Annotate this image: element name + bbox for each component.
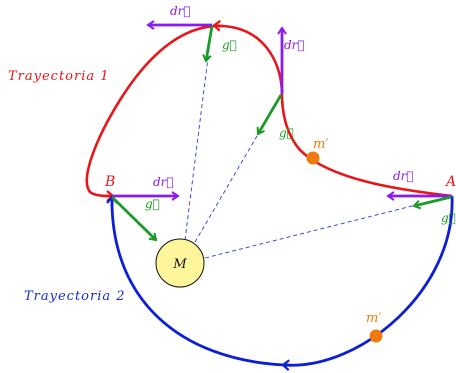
g-vector-mid (256, 94, 283, 136)
trajectory-2-label: Trayectoria 2 (24, 289, 126, 304)
dr-label-mid: dr⃗ (284, 38, 305, 52)
g-vector-top (202, 25, 214, 63)
g-label-mid: g⃗ (279, 126, 294, 140)
radial-line-top (184, 25, 213, 241)
dr-label-b: dr⃗ (153, 175, 174, 189)
g-label-top: g⃗ (222, 38, 237, 52)
central-mass-label: M (172, 257, 187, 272)
radial-line-a (204, 195, 453, 259)
test-mass-2 (369, 329, 383, 343)
g-label-b: g⃗ (145, 197, 160, 211)
g-vector-b (111, 195, 158, 242)
trajectory-1-arrow-top (212, 19, 224, 32)
dr-label-a: dr⃗ (393, 169, 414, 183)
test-mass-1 (306, 151, 320, 165)
trajectory-1-label: Trayectoria 1 (8, 69, 110, 84)
dr-label-top: dr⃗ (170, 4, 191, 18)
test-mass-1-label: m′ (313, 137, 328, 152)
g-vector-a (412, 195, 452, 210)
central-mass (155, 238, 205, 288)
test-mass-2-label: m′ (366, 311, 381, 326)
g-label-a: g⃗ (441, 211, 456, 225)
point-b-label: B (104, 174, 115, 190)
point-a-label: A (444, 174, 456, 190)
